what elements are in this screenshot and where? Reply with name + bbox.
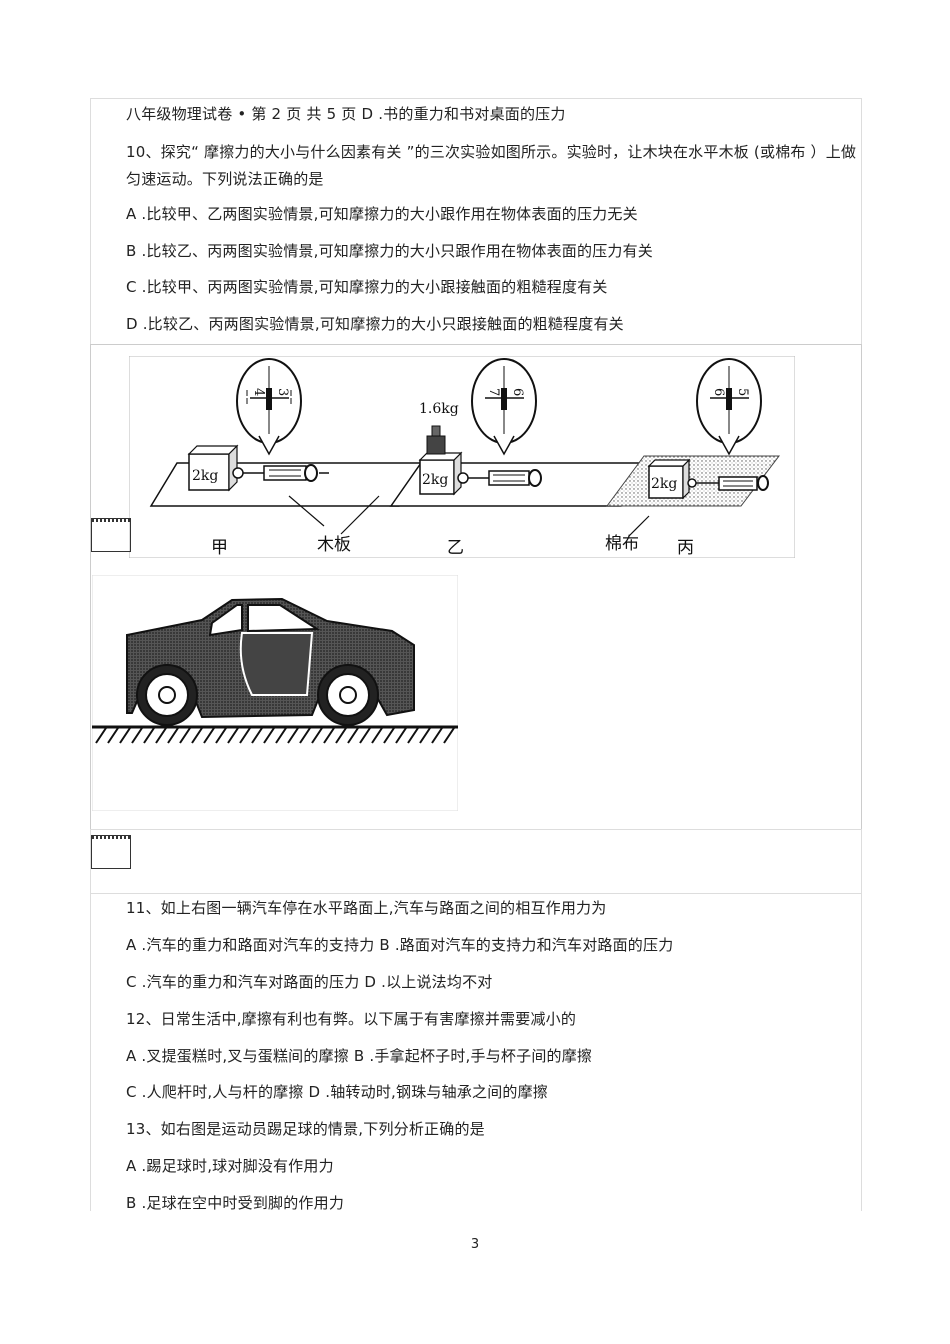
label-bing: 丙 — [677, 538, 694, 558]
q10-option-a: A .比较甲、乙两图实验情景,可知摩擦力的大小跟作用在物体表面的压力无关 — [126, 205, 638, 223]
q10-option-d: D .比较乙、丙两图实验情景,可知摩擦力的大小只跟接触面的粗糙程度有关 — [126, 315, 624, 333]
q13-option-a: A .踢足球时,球对脚没有作用力 — [126, 1157, 334, 1175]
dial-b-left: 7 — [486, 388, 501, 396]
q11-line1: A .汽车的重力和路面对汽车的支持力 B .路面对汽车的支持力和汽车对路面的压力 — [126, 936, 674, 954]
q11-line2: C .汽车的重力和汽车对路面的压力 D .以上说法均不对 — [126, 973, 493, 991]
car-figure — [92, 575, 458, 811]
mass-c: 2kg — [651, 476, 677, 492]
q10-option-b: B .比较乙、丙两图实验情景,可知摩擦力的大小只跟作用在物体表面的压力有关 — [126, 242, 653, 260]
q12-line2: C .人爬杆时,人与杆的摩擦 D .轴转动时,钢珠与轴承之间的摩擦 — [126, 1083, 549, 1101]
label-muban: 木板 — [317, 535, 351, 555]
label-yi: 乙 — [447, 538, 464, 558]
dial-c-right: 5 — [735, 388, 750, 396]
setup-bing — [606, 358, 781, 537]
q10-stem: 10、探究“ 摩擦力的大小与什么因素有关 ”的三次实验如图所示。实验时，让木块在… — [126, 143, 857, 188]
q10-option-c: C .比较甲、丙两图实验情景,可知摩擦力的大小跟接触面的粗糙程度有关 — [126, 278, 608, 296]
setup-jia — [149, 358, 436, 527]
friction-experiment-figure: 4 3 2kg 1.6kg 7 6 2kg — [129, 356, 795, 558]
dial-a-right: 3 — [275, 388, 290, 396]
mass-b: 2kg — [422, 472, 448, 488]
q12-line1: A .叉提蛋糕时,叉与蛋糕间的摩擦 B .手拿起杯子时,手与杯子间的摩擦 — [126, 1047, 593, 1065]
q13-stem: 13、如右图是运动员踢足球的情景,下列分析正确的是 — [126, 1120, 485, 1138]
figure-footer-strip — [90, 829, 862, 894]
dial-b-right: 6 — [510, 388, 525, 396]
dial-a-left: 4 — [251, 388, 266, 396]
placeholder-box-2 — [91, 835, 131, 869]
q12-stem: 12、日常生活中,摩擦有利也有弊。以下属于有害摩擦并需要减小的 — [126, 1010, 577, 1028]
q13-option-b: B .足球在空中时受到脚的作用力 — [126, 1194, 345, 1212]
placeholder-box-1 — [91, 518, 131, 552]
mass-a: 2kg — [192, 468, 218, 484]
header-line: 八年级物理试卷 • 第 2 页 共 5 页 D .书的重力和书对桌面的压力 — [126, 105, 566, 123]
page-number: 3 — [470, 1237, 480, 1252]
q11-stem: 11、如上右图一辆汽车停在水平路面上,汽车与路面之间的相互作用力为 — [126, 899, 607, 917]
dial-c-left: 6 — [711, 388, 726, 396]
extra-mass-label: 1.6kg — [419, 401, 459, 417]
label-jia: 甲 — [211, 538, 228, 558]
setup-yi — [340, 358, 651, 535]
label-mianbu: 棉布 — [605, 534, 639, 554]
